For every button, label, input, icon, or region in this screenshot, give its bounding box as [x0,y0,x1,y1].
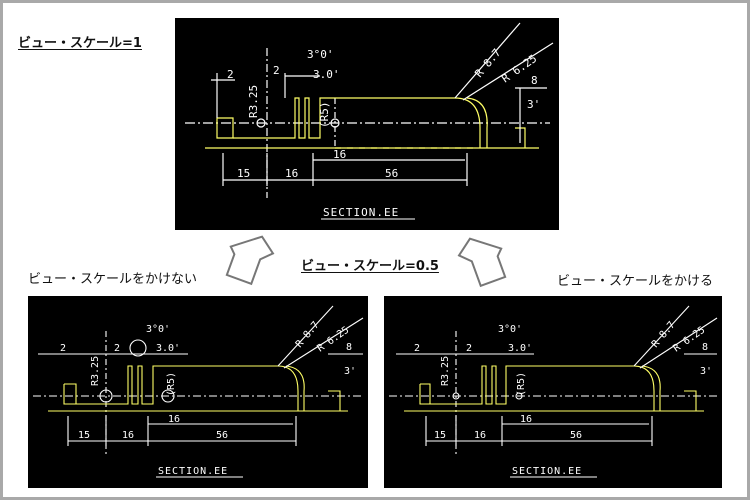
dim-16-left: 16 [122,430,134,441]
dim-2-left: 2 [414,343,420,354]
label-view-scale-05: ビュー・スケール=0.5 [301,259,439,274]
dim-56: 56 [570,430,582,441]
dim-8: 8 [531,74,538,87]
dim-8: 8 [702,342,708,353]
dim-3deg: 3°0' [146,324,170,335]
dim-3-0: 3.0' [508,343,532,354]
label-view-scale-1: ビュー・スケール=1 [18,36,142,51]
dim-15: 15 [78,430,90,441]
dim-2-left: 2 [227,68,234,81]
arrow-down-left-icon [225,235,275,286]
dim-16-mid: 16 [520,414,532,425]
dim-3-0: 3.0' [156,343,180,354]
drawing-panel-scale-1: 15 16 56 16 2 2 3°0' 3.0' R3.25 (R5) R 8… [175,18,559,230]
dim-r325: R3.25 [247,85,260,118]
drawing-panel-with-scale: 15 16 56 16 2 2 3°0' 3.0' R3.25 (R5) R 8… [384,296,722,488]
dim-r5: (R5) [516,372,527,396]
dim-16-mid: 16 [333,148,346,161]
section-label-right: SECTION.EE [512,466,582,477]
dim-2-mid: 2 [273,64,280,77]
dim-r325: R3.25 [90,356,101,386]
dim-16-mid: 16 [168,414,180,425]
drawing-panel-no-scale: 15 16 56 16 2 2 3°0' 3.0' R3.25 (R5) R 8… [28,296,368,488]
dim-3-0: 3.0' [313,68,340,81]
dim-3-min: 3' [700,366,712,377]
dim-r325: R3.25 [440,356,451,386]
dim-8: 8 [346,342,352,353]
dim-56: 56 [216,430,228,441]
dim-3-min: 3' [344,366,356,377]
dim-16-left: 16 [474,430,486,441]
dim-2-mid: 2 [466,343,472,354]
arrow-down-right-icon [457,237,507,288]
dim-3deg: 3°0' [498,324,522,335]
drawing-bottom-left: 15 16 56 16 2 2 3°0' 3.0' R3.25 (R5) R 8… [33,305,364,478]
dim-r5: (R5) [318,102,331,129]
dim-15: 15 [434,430,446,441]
drawing-top: 15 16 56 16 2 2 3°0' 3.0' R3.25 (R5) R 8… [185,22,554,220]
label-no-scale: ビュー・スケールをかけない [28,272,198,287]
dim-56: 56 [385,167,398,180]
drawing-bottom-right: 15 16 56 16 2 2 3°0' 3.0' R3.25 (R5) R 8… [389,305,718,478]
dim-r5: (R5) [166,372,177,396]
section-label-left: SECTION.EE [158,466,228,477]
dim-16-left: 16 [285,167,298,180]
section-label-top: SECTION.EE [323,206,399,219]
dim-3deg: 3°0' [307,48,334,61]
dim-2-mid: 2 [114,343,120,354]
dim-15: 15 [237,167,250,180]
dim-3-min: 3' [527,98,540,111]
dim-2-left: 2 [60,343,66,354]
label-with-scale: ビュー・スケールをかける [557,274,714,289]
